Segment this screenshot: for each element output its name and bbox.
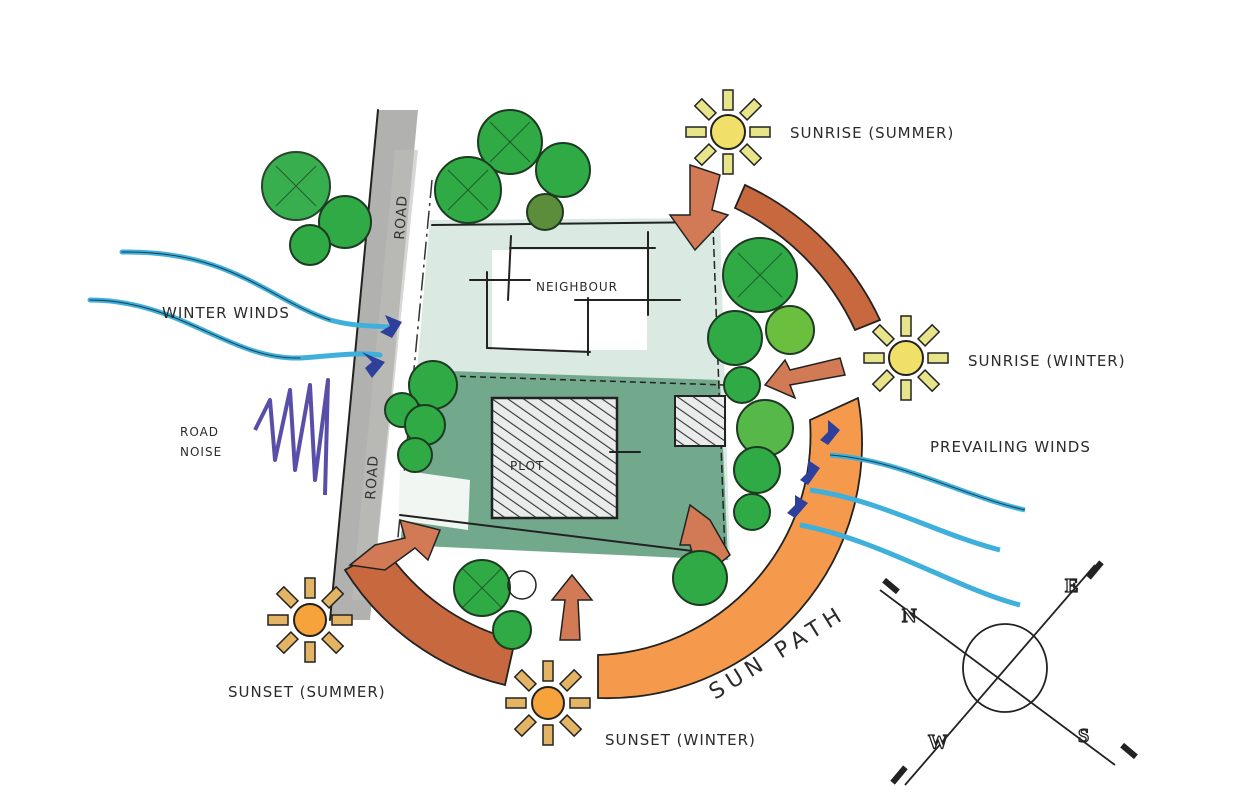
arrow-sunrise-winter (763, 357, 846, 400)
sun-path: SUN PATH (343, 183, 882, 705)
sun-icon-sunrise-winter (863, 315, 949, 401)
wind-arrow-navy (787, 495, 808, 518)
sun-icon-sunset-winter (505, 660, 591, 746)
trees (261, 109, 815, 650)
arrow-sunset-winter (550, 573, 594, 641)
compass-rose: N E S W (879, 560, 1138, 786)
neighbour-label: NEIGHBOUR (536, 280, 618, 294)
compass-east: E (1065, 575, 1078, 597)
sunrise-winter-label: SUNRISE (WINTER) (968, 352, 1126, 370)
arrow-sunset-summer (348, 518, 442, 571)
plot-building: PLOT (490, 395, 726, 520)
compass-south: S (1078, 725, 1089, 747)
plot-label: PLOT (510, 459, 544, 473)
prevailing-winds-label: PREVAILING WINDS (930, 438, 1091, 456)
wind-arrow-navy (380, 315, 402, 338)
winter-winds-label: WINTER WINDS (162, 304, 290, 322)
road-noise-label-line2: NOISE (180, 445, 222, 459)
arrow-sunrise-summer (668, 163, 730, 252)
road-label-top: ROAD (392, 194, 411, 240)
sun-icon-sunrise-summer (685, 89, 771, 175)
prevailing-winds: PREVAILING WINDS (787, 420, 1091, 608)
compass-west: W (928, 731, 948, 753)
sun-icon-sunset-summer (267, 577, 353, 663)
sunset-summer-label: SUNSET (SUMMER) (228, 683, 386, 701)
road-noise-label-line1: ROAD (180, 425, 219, 439)
wind-arrow-navy (800, 460, 820, 485)
wind-arrow-navy (362, 352, 385, 378)
road-noise: ROAD NOISE (180, 378, 330, 496)
road-label-bottom: ROAD (363, 454, 382, 500)
compass-north: N (902, 605, 917, 627)
wind-arrow-navy (820, 420, 840, 445)
sun-direction-arrows (348, 163, 846, 641)
sunset-winter-label: SUNSET (WINTER) (605, 731, 756, 749)
winter-winds: WINTER WINDS (87, 249, 402, 378)
neighbour-building: NEIGHBOUR (469, 231, 681, 356)
sunrise-summer-label: SUNRISE (SUMMER) (790, 124, 954, 142)
